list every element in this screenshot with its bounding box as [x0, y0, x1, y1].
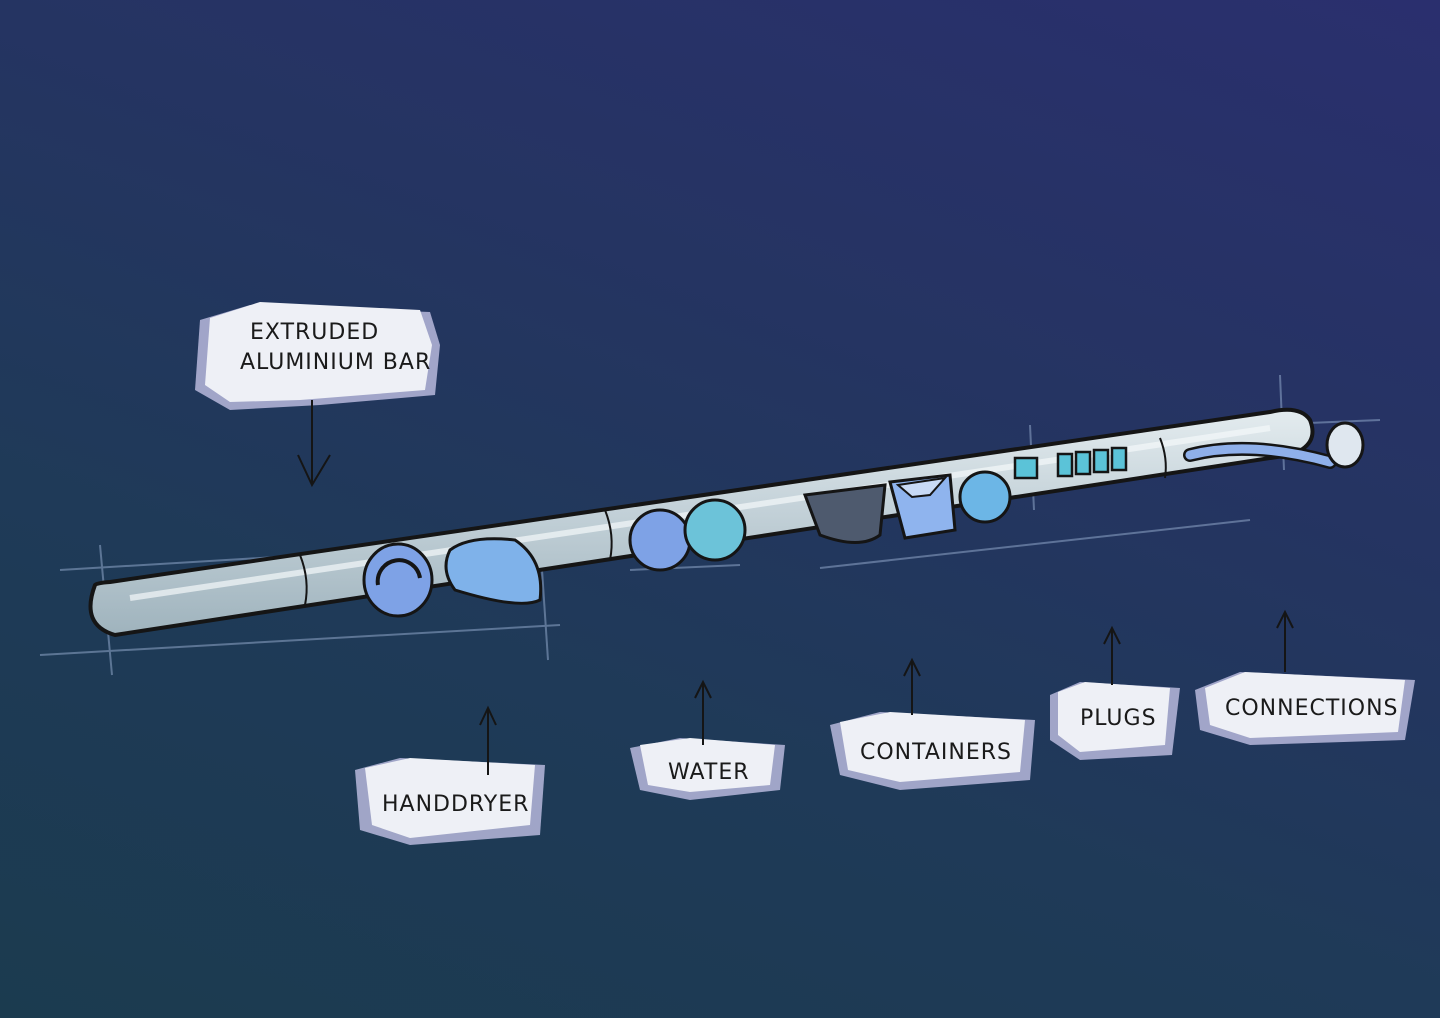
label-containers: CONTAINERS	[860, 740, 1013, 765]
label-extruded-line2: ALUMINIUM BAR	[240, 349, 432, 375]
water-tap-icon	[628, 498, 747, 572]
connection-pipe-icon	[1183, 421, 1365, 469]
container-icon	[802, 470, 1012, 544]
label-extruded-line1: EXTRUDED	[250, 320, 380, 345]
plug-icon	[1013, 446, 1128, 480]
label-extruded-aluminium-bar: EXTRUDED ALUMINIUM BAR	[240, 318, 431, 377]
handdryer-icon	[362, 537, 543, 618]
label-patches	[195, 302, 1415, 845]
label-connections: CONNECTIONS	[1225, 696, 1399, 721]
label-plugs: PLUGS	[1080, 706, 1157, 731]
label-water: WATER	[668, 760, 750, 785]
arrow-icon	[297, 400, 1294, 775]
label-handdryer: HANDDRYER	[382, 792, 530, 817]
